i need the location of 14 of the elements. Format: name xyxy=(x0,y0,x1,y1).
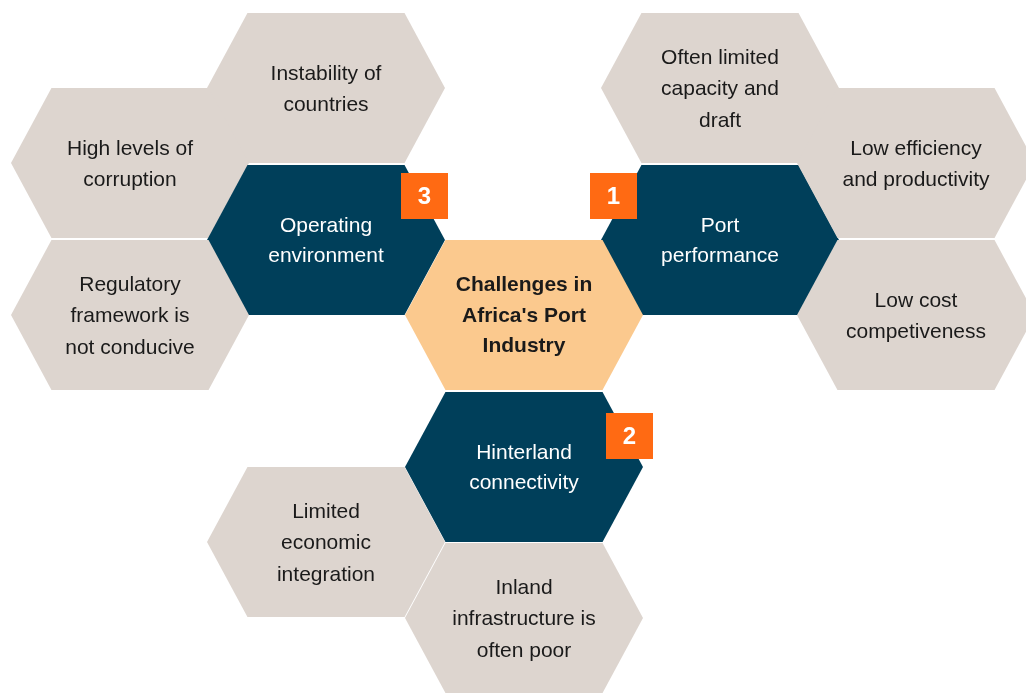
hexagon-label: Port performance xyxy=(660,211,780,268)
number-badge: 2 xyxy=(606,413,653,459)
hexagon-label: Low cost competiveness xyxy=(844,286,988,344)
hexagon-label: High levels of corruption xyxy=(65,134,195,192)
hexagon-label: Often limited capacity and draft xyxy=(660,43,780,133)
hexagon-label: Inland infrastructure is often poor xyxy=(451,573,597,663)
hexagon-label: Hinterland connectivity xyxy=(468,438,580,495)
hexagon-label: Regulatory framework is not conducive xyxy=(64,270,196,360)
hexagon-label: Limited economic integration xyxy=(275,497,377,587)
number-badge: 1 xyxy=(590,173,637,219)
hexagon-label: Challenges in Africa's Port Industry xyxy=(454,271,594,359)
hexagon-label: Operating environment xyxy=(267,211,385,268)
hexagon-label: Low efficiency and productivity xyxy=(841,134,991,192)
hexagon-label: Instability of countries xyxy=(269,59,383,117)
